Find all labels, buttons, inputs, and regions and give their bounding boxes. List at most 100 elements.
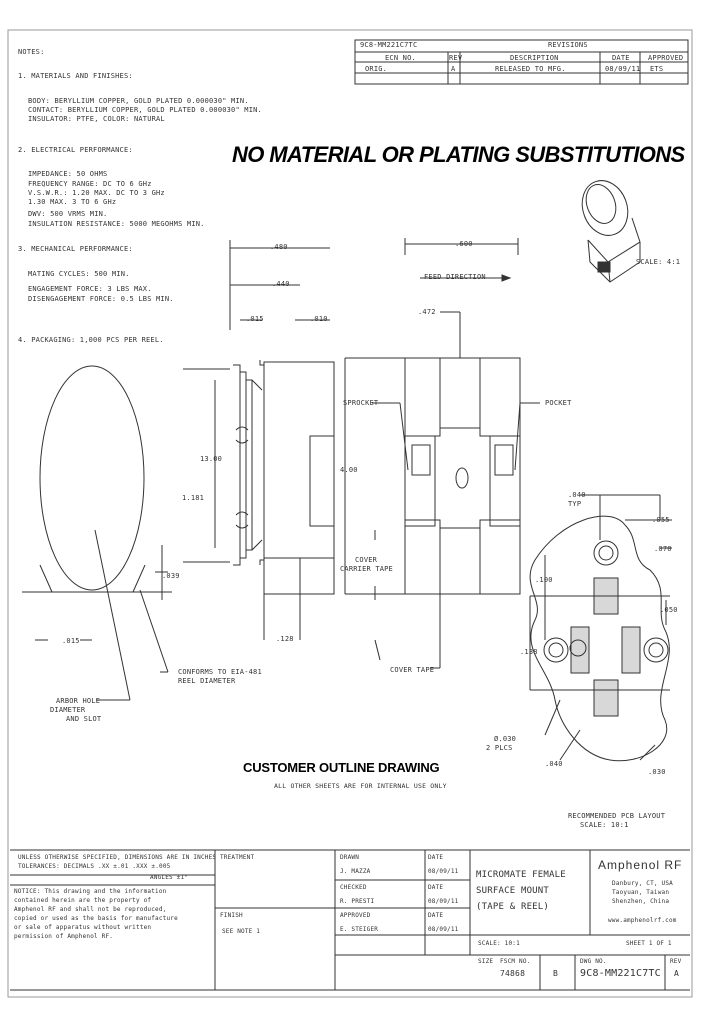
pcb-typ: TYP: [568, 500, 582, 508]
rev-row-date: 08/09/11: [605, 65, 641, 73]
note-2b: FREQUENCY RANGE: DC TO 6 GHz: [28, 180, 152, 188]
tolerance-title: UNLESS OTHERWISE SPECIFIED, DIMENSIONS A…: [18, 854, 217, 861]
date-value-1: 08/09/11: [428, 868, 459, 875]
reel-note-2: REEL DIAMETER: [178, 677, 236, 685]
date-label-1: DATE: [428, 854, 444, 861]
tape-side-view: [263, 361, 335, 640]
date-label-2: DATE: [428, 884, 444, 891]
date-label-3: DATE: [428, 912, 444, 919]
part-number-header: 9C8-MM221C7TC: [360, 41, 418, 49]
rev-col-date: DATE: [612, 54, 630, 62]
proprietary-4: copied or used as the basis for manufact…: [14, 915, 178, 922]
feed-direction-label: FEED DIRECTION: [424, 273, 486, 281]
pcb-scale: SCALE: 10:1: [580, 821, 629, 829]
fscm-label: FSCM NO.: [500, 958, 531, 965]
pcb-dim: .050: [660, 606, 678, 614]
company-logo-text: Amphenol RF: [598, 858, 683, 872]
pcb-dim: .040: [568, 491, 586, 499]
dim-label: .015: [62, 637, 80, 645]
rev-row-description: RELEASED TO MFG.: [495, 65, 566, 73]
note-4: 4. PACKAGING: 1,000 PCS PER REEL.: [18, 336, 164, 344]
note-3b: ENGAGEMENT FORCE: 3 LBS MAX.: [28, 285, 152, 293]
pcb-dim: .138: [520, 648, 538, 656]
dim-label: .039: [162, 572, 180, 580]
pcb-drill-1: Ø.030: [494, 735, 517, 743]
proprietary-2: contained herein are the property of: [14, 897, 152, 904]
reel-front-view: [22, 365, 172, 701]
note-3: 3. MECHANICAL PERFORMANCE:: [18, 245, 133, 253]
title-block-lines: [10, 849, 690, 991]
scale-top-label: SCALE: 4:1: [636, 258, 681, 266]
dim-label: .440: [272, 280, 290, 288]
pocket-label: POCKET: [545, 399, 572, 407]
drawn-label: DRAWN: [340, 854, 360, 861]
carrier-label: CARRIER TAPE: [340, 565, 393, 573]
note-2a: IMPEDANCE: 50 OHMS: [28, 170, 108, 178]
note-2d: 1.30 MAX. 3 TO 6 GHz: [28, 198, 117, 206]
drawn-by: J. MAZZA: [340, 868, 371, 875]
rev-col-ecn: ECN NO.: [385, 54, 416, 62]
rev-row-rev: A: [451, 65, 456, 73]
rev-row-approved: ETS: [650, 65, 664, 73]
company-address-3: Shenzhen, China: [612, 898, 670, 905]
dim-label: 13.00: [200, 455, 223, 463]
tape-top-view: [344, 311, 540, 669]
rev-col-approved: APPROVED: [648, 54, 684, 62]
tolerance-row-1: TOLERANCES: DECIMALS .XX ±.01 .XXX ±.005: [18, 863, 171, 870]
cover-tape-label: COVER: [355, 556, 378, 564]
proprietary-5: or sale of apparatus without written: [14, 924, 152, 931]
arbor-note-1: ARBOR HOLE: [56, 697, 101, 705]
no-substitution-banner: NO MATERIAL OR PLATING SUBSTITUTIONS: [232, 142, 685, 167]
company-address-2: Taoyuan, Taiwan: [612, 889, 670, 896]
dim-label: .600: [455, 240, 473, 248]
reel-side-view: [183, 360, 265, 566]
customer-outline-subtitle: ALL OTHER SHEETS ARE FOR INTERNAL USE ON…: [274, 782, 447, 790]
tolerance-row-2: ANGLES ±1°: [150, 874, 189, 881]
checked-by: R. PRESTI: [340, 898, 375, 905]
pcb-dim: .100: [535, 576, 553, 584]
approved-label: APPROVED: [340, 912, 371, 919]
product-title-3: (TAPE & REEL): [476, 902, 550, 912]
date-value-3: 08/09/11: [428, 926, 459, 933]
note-1c: INSULATOR: PTFE, COLOR: NATURAL: [28, 115, 165, 123]
reel-note-1: CONFORMS TO EIA-481: [178, 668, 262, 676]
rev-value: A: [674, 969, 680, 978]
pcb-dim: .030: [648, 768, 666, 776]
cover-tape-label-2: COVER TAPE: [390, 666, 435, 674]
rev-col-description: DESCRIPTION: [510, 54, 559, 62]
product-title-1: MICROMATE FEMALE: [476, 870, 566, 880]
size-value: B: [553, 969, 559, 978]
rev-row-ecn: ORIG.: [365, 65, 388, 73]
scale-value: SCALE: 10:1: [478, 940, 520, 947]
proprietary-3: Amphenol RF and shall not be reproduced,: [14, 906, 167, 913]
fscm-value: 74868: [500, 969, 526, 978]
pcb-dim: .040: [545, 760, 563, 768]
pcb-layout-view: [529, 494, 672, 762]
size-label: SIZE: [478, 958, 494, 965]
note-2: 2. ELECTRICAL PERFORMANCE:: [18, 146, 133, 154]
note-2c: V.S.W.R.: 1.20 MAX. DC TO 3 GHz: [28, 189, 165, 197]
company-website[interactable]: www.amphenolrf.com: [608, 917, 677, 924]
arbor-note-3: AND SLOT: [66, 715, 102, 723]
dim-label: 1.181: [182, 494, 205, 502]
revisions-label: REVISIONS: [548, 41, 588, 49]
pcb-caption: RECOMMENDED PCB LAYOUT: [568, 812, 666, 820]
note-3a: MATING CYCLES: 500 MIN.: [28, 270, 130, 278]
drawing-number: 9C8-MM221C7TC: [580, 968, 661, 979]
proprietary-6: permission of Amphenol RF.: [14, 933, 114, 940]
product-title-2: SURFACE MOUNT: [476, 886, 550, 896]
dim-label: 4.00: [340, 466, 358, 474]
dim-label: .128: [276, 635, 294, 643]
finish-label: FINISH: [220, 912, 243, 919]
finish-value: SEE NOTE 1: [222, 928, 261, 935]
pcb-dim: .055: [652, 516, 670, 524]
rev-label: REV: [670, 958, 682, 965]
date-value-2: 08/09/11: [428, 898, 459, 905]
connector-iso-view: [581, 180, 641, 283]
customer-outline-title: CUSTOMER OUTLINE DRAWING: [243, 760, 440, 775]
note-1: 1. MATERIALS AND FINISHES:: [18, 72, 133, 80]
dim-label: .480: [270, 243, 288, 251]
approved-by: E. STEIGER: [340, 926, 379, 933]
note-1a: BODY: BERYLLIUM COPPER, GOLD PLATED 0.00…: [28, 97, 249, 105]
